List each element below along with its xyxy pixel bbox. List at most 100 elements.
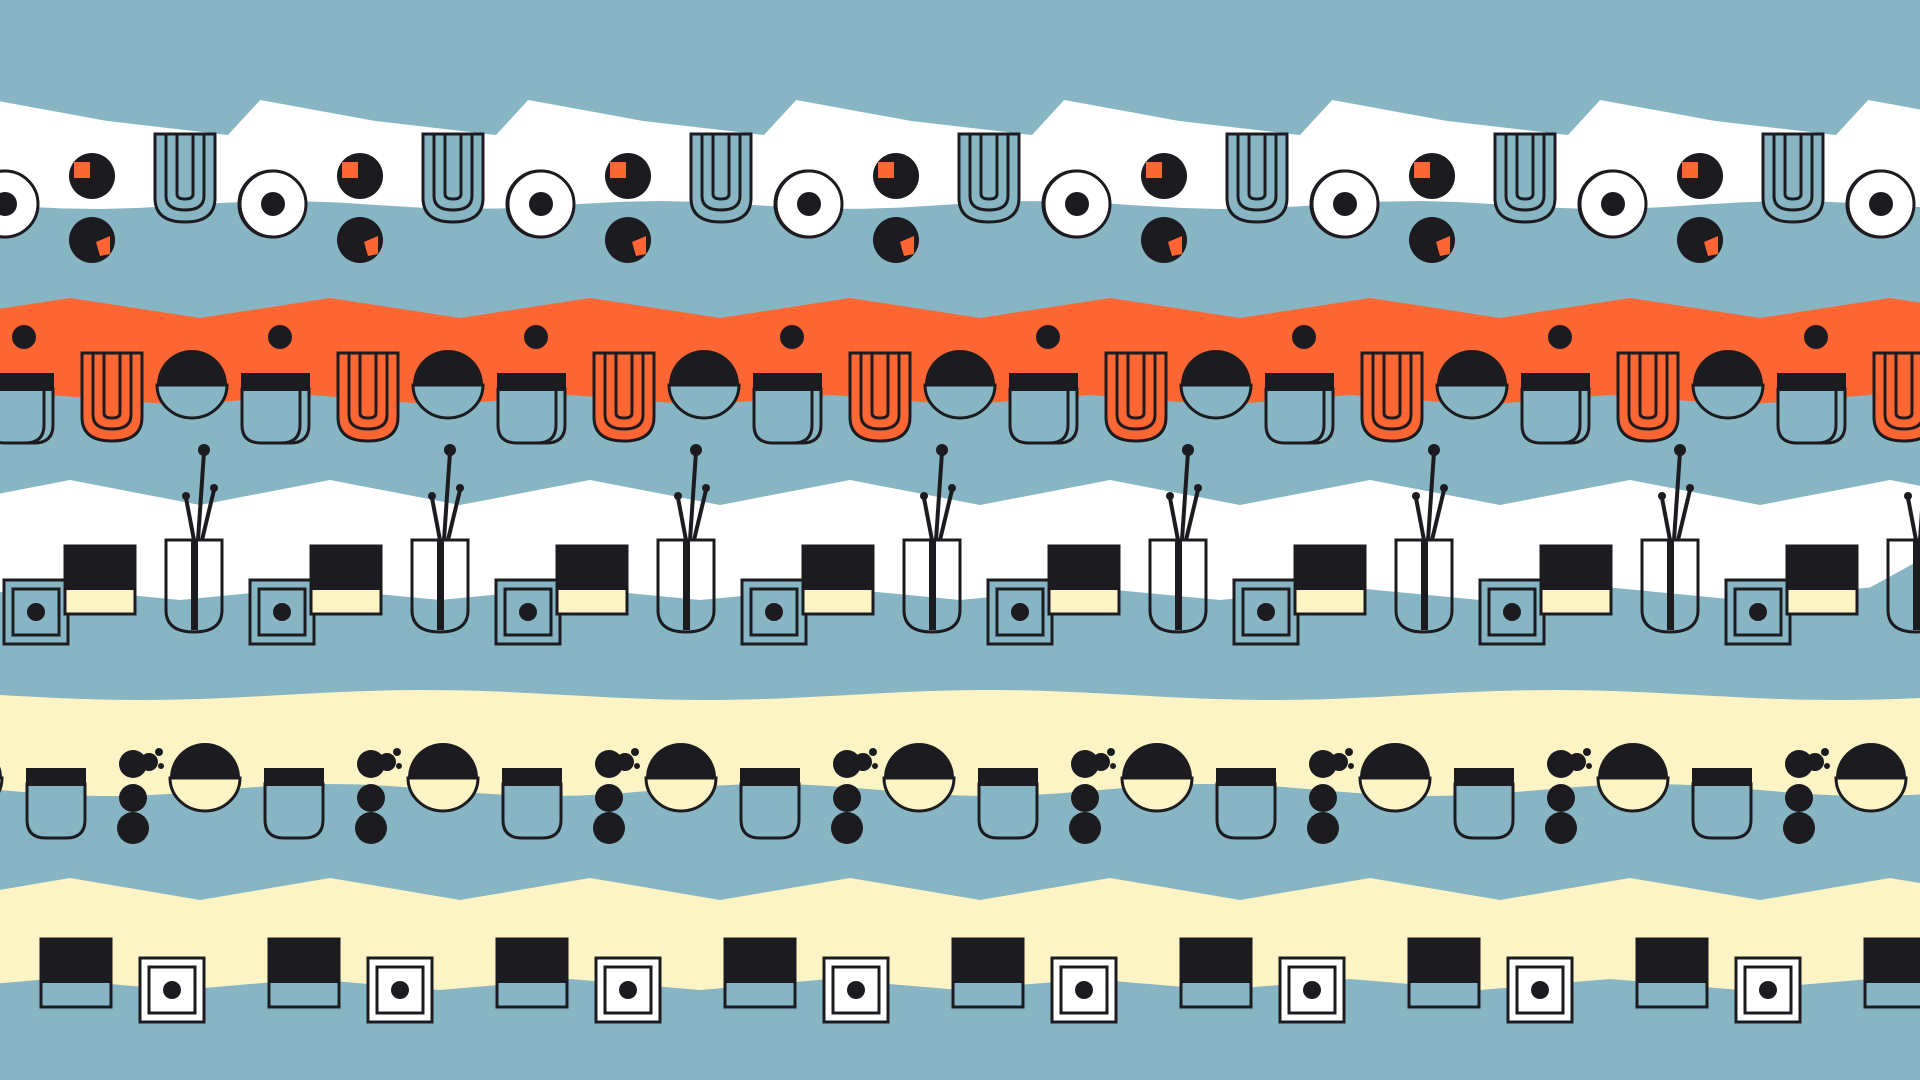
row-2 — [0, 325, 1920, 445]
vase-with-stems-icon — [902, 444, 962, 634]
eye-circle-icon — [0, 169, 40, 239]
cup-icon — [0, 373, 46, 445]
vase-with-stems-icon — [1148, 444, 1208, 634]
row-1 — [0, 132, 1916, 263]
row-4 — [0, 743, 1908, 844]
half-circle-icon — [1179, 350, 1253, 420]
u-arch-icon — [421, 132, 485, 224]
u-arch-icon — [153, 132, 217, 224]
dark-block-icon — [1539, 544, 1613, 616]
concentric-square-icon — [138, 956, 206, 1024]
concentric-square-icon — [366, 956, 434, 1024]
dark-block-icon — [555, 544, 629, 616]
cup-icon — [1691, 768, 1753, 840]
dot-pair-icon — [1409, 153, 1455, 263]
cup-icon — [752, 373, 814, 445]
dot-cluster-icon — [593, 748, 640, 844]
dark-block-icon — [1293, 544, 1367, 616]
dark-block-icon — [1785, 544, 1859, 616]
dot-cluster-icon — [831, 748, 878, 844]
half-circle-icon — [0, 766, 4, 793]
cup-icon — [263, 768, 325, 840]
half-circle-icon — [411, 350, 485, 420]
eye-circle-icon — [1846, 169, 1916, 239]
u-arch-icon — [957, 132, 1021, 224]
row-5 — [39, 937, 1920, 1024]
cup-icon — [240, 373, 302, 445]
half-circle-icon — [667, 350, 741, 420]
dot-pair-icon — [605, 153, 651, 263]
half-circle-icon — [406, 743, 480, 813]
concentric-square-icon — [1478, 578, 1546, 646]
u-arch-icon — [592, 351, 656, 443]
u-arch-icon — [689, 132, 753, 224]
u-arch-icon — [1616, 351, 1680, 443]
cup-icon — [496, 373, 558, 445]
dot-pair-icon — [1141, 153, 1187, 263]
dark-block-icon — [267, 937, 341, 1009]
eye-circle-icon — [1042, 169, 1112, 239]
half-circle-icon — [923, 350, 997, 420]
u-arch-icon — [80, 351, 144, 443]
half-circle-icon — [1691, 350, 1765, 420]
dark-block-icon — [723, 937, 797, 1009]
u-arch-icon — [1360, 351, 1424, 443]
dot-cluster-icon — [355, 748, 402, 844]
half-circle-icon — [1358, 743, 1432, 813]
concentric-square-icon — [1724, 578, 1792, 646]
u-arch-icon — [1761, 132, 1825, 224]
dark-block-icon — [1407, 937, 1481, 1009]
half-circle-icon — [1834, 743, 1908, 813]
half-circle-icon — [168, 743, 242, 813]
cup-icon — [1008, 373, 1070, 445]
dot-cluster-icon — [117, 748, 164, 844]
u-arch-icon — [1872, 351, 1920, 443]
cup-icon — [1520, 373, 1582, 445]
dark-block-icon — [495, 937, 569, 1009]
u-arch-icon — [336, 351, 400, 443]
dot-cluster-icon — [1069, 748, 1116, 844]
concentric-square-icon — [1050, 956, 1118, 1024]
dark-block-icon — [1047, 544, 1121, 616]
dark-block-icon — [801, 544, 875, 616]
concentric-square-icon — [1506, 956, 1574, 1024]
concentric-square-icon — [986, 578, 1054, 646]
dark-block-icon — [39, 937, 113, 1009]
dot-pair-icon — [1677, 153, 1723, 263]
concentric-square-icon — [822, 956, 890, 1024]
vase-with-stems-icon — [410, 444, 470, 634]
dark-block-icon — [63, 544, 137, 616]
eye-circle-icon — [238, 169, 308, 239]
cup-icon — [25, 768, 87, 840]
eye-circle-icon — [774, 169, 844, 239]
cup-icon — [1264, 373, 1326, 445]
cup-icon — [1453, 768, 1515, 840]
concentric-square-icon — [1734, 956, 1802, 1024]
u-arch-icon — [1493, 132, 1557, 224]
u-arch-icon — [1104, 351, 1168, 443]
half-circle-icon — [1435, 350, 1509, 420]
cup-icon — [977, 768, 1039, 840]
u-arch-icon — [1225, 132, 1289, 224]
eye-circle-icon — [506, 169, 576, 239]
vase-with-stems-icon — [656, 444, 716, 634]
half-circle-icon — [882, 743, 956, 813]
dark-block-icon — [1179, 937, 1253, 1009]
dot-cluster-icon — [1307, 748, 1354, 844]
half-circle-icon — [644, 743, 718, 813]
dark-block-icon — [1635, 937, 1709, 1009]
half-circle-icon — [155, 350, 229, 420]
vase-with-stems-icon — [1886, 492, 1920, 634]
eye-circle-icon — [1578, 169, 1648, 239]
vase-with-stems-icon — [1640, 444, 1700, 634]
concentric-square-icon — [1278, 956, 1346, 1024]
concentric-square-icon — [740, 578, 808, 646]
motif-rows — [0, 132, 1920, 1024]
half-circle-icon — [1120, 743, 1194, 813]
u-arch-icon — [848, 351, 912, 443]
dark-block-icon — [309, 544, 383, 616]
cup-icon — [1776, 373, 1838, 445]
cup-icon — [739, 768, 801, 840]
